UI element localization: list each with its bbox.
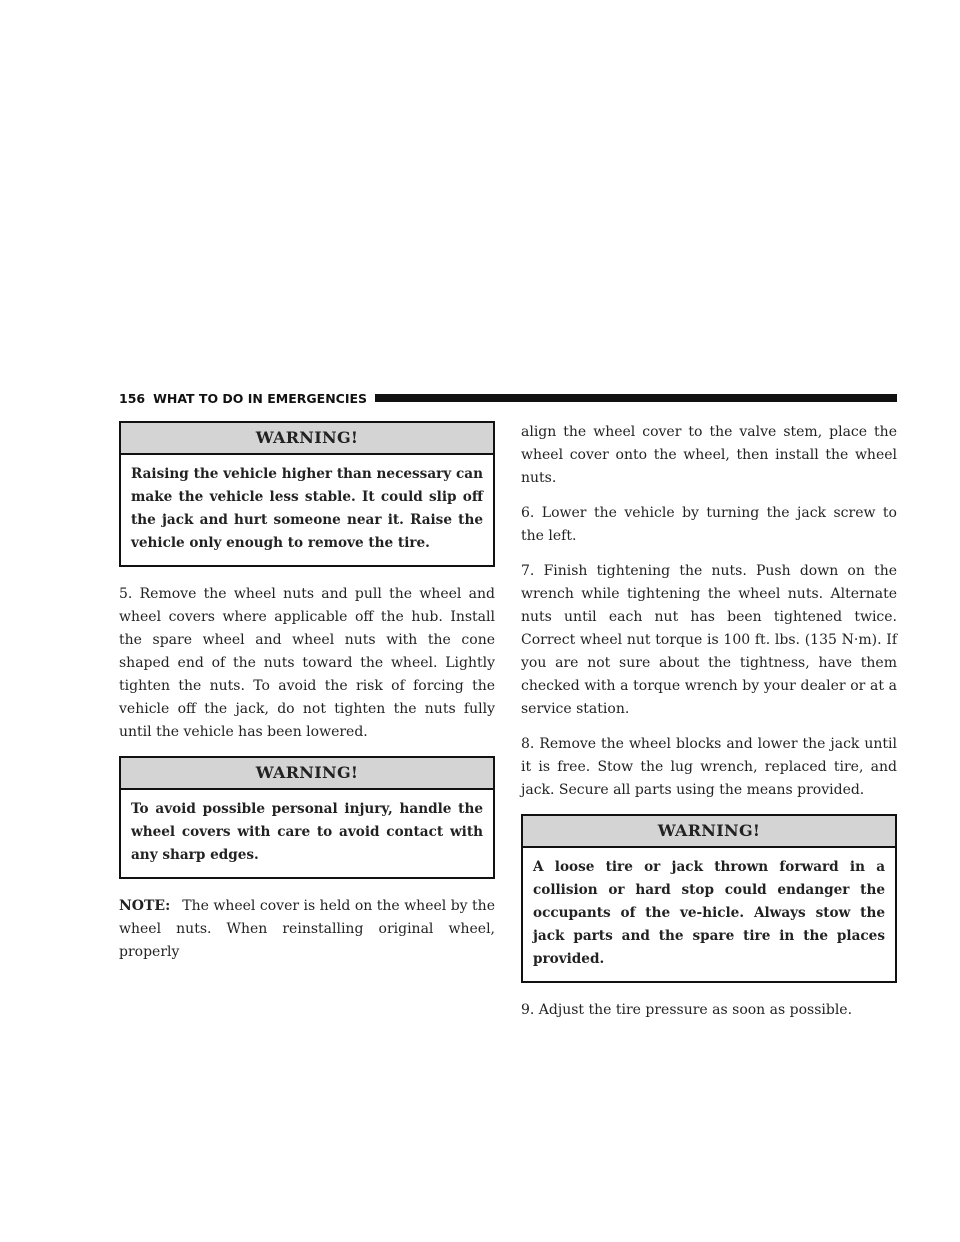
warning-box: WARNING! A loose tire or jack thrown for…: [521, 814, 897, 983]
step-6: 6. Lower the vehicle by turning the jack…: [521, 505, 897, 544]
section-title: WHAT TO DO IN EMERGENCIES: [153, 390, 368, 406]
warning-text: A loose tire or jack thrown forward in a…: [533, 859, 885, 967]
warning-text: To avoid possible personal injury, handl…: [131, 801, 483, 863]
step-7: 7. Finish tightening the nuts. Push down…: [521, 563, 897, 717]
page-number: 156: [119, 390, 146, 406]
note-label: NOTE:: [119, 898, 171, 914]
note-paragraph: NOTE:The wheel cover is held on the whee…: [119, 895, 495, 964]
note-text: The wheel cover is held on the wheel by …: [119, 898, 495, 960]
warning-title: WARNING!: [121, 423, 493, 455]
warning-box: WARNING! Raising the vehicle higher than…: [119, 421, 495, 567]
left-column: WARNING! Raising the vehicle higher than…: [119, 421, 495, 976]
warning-text: Raising the vehicle higher than necessar…: [131, 466, 483, 551]
step-5: 5. Remove the wheel nuts and pull the wh…: [119, 586, 495, 740]
warning-title: WARNING!: [523, 816, 895, 848]
step-8: 8. Remove the wheel blocks and lower the…: [521, 736, 897, 798]
step-9: 9. Adjust the tire pressure as soon as p…: [521, 1002, 853, 1018]
right-column: align the wheel cover to the valve stem,…: [521, 421, 897, 1034]
warning-box: WARNING! To avoid possible personal inju…: [119, 756, 495, 879]
continuation-paragraph: align the wheel cover to the valve stem,…: [521, 424, 897, 486]
warning-title: WARNING!: [121, 758, 493, 790]
page-header: 156 WHAT TO DO IN EMERGENCIES: [119, 390, 897, 406]
header-rule: [375, 394, 897, 402]
